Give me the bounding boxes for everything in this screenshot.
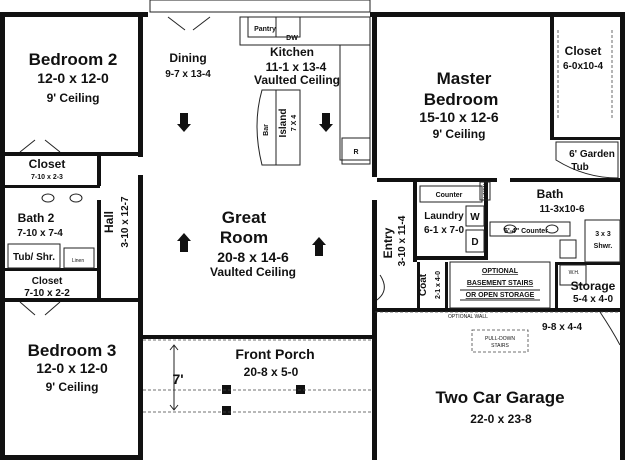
arrow-icon [319,113,333,132]
arrow-icon [312,237,326,256]
kitchen-name: Kitchen [270,45,314,59]
laundry-name: Laundry [424,211,464,222]
kitchen-ceiling: Vaulted Ceiling [254,73,340,87]
laundry-size: 6-1 x 7-0 [424,225,464,236]
great-room-size: 20-8 x 14-6 [217,249,289,265]
bath2-linen: Linen [72,258,84,264]
side-porch-size: 9-8 x 4-4 [542,322,582,333]
entry-name: Entry [381,227,395,258]
front-porch-name: Front Porch [235,346,314,362]
garage-name: Two Car Garage [435,388,564,407]
master-closet-size: 6-0x10-4 [563,61,603,72]
basement-note-3: OR OPEN STORAGE [466,292,535,299]
hall-size: 3-10 x 12-7 [120,196,131,248]
hall-name: Hall [102,211,116,233]
island-name: Island [278,109,289,138]
garden-tub-line2: Tub [571,162,589,173]
coat-name: Coat [418,273,429,296]
kitchen-size: 11-1 x 13-4 [266,60,327,74]
bed3-closet-name: Closet [32,276,63,287]
great-room-ceiling: Vaulted Ceiling [210,265,296,279]
bar-label: Bar [263,124,270,136]
dryer-label: D [471,237,478,248]
ceiling-arrows [177,113,333,256]
washer-label: W [470,212,480,223]
front-porch-depth: 7' [172,371,183,387]
arrow-icon [177,113,191,132]
pantry-label: Pantry [254,26,276,33]
master-size: 15-10 x 12-6 [419,109,499,125]
bedroom3-name: Bedroom 3 [28,341,117,360]
master-closet-name: Closet [565,44,602,58]
basement-note-1: OPTIONAL [482,268,519,275]
master-ceiling: 9' Ceiling [433,127,486,141]
pulldown-line2: STAIRS [491,343,509,349]
wh-label: W.H. [569,270,580,276]
great-room-name-2: Room [220,228,268,247]
bath2-name: Bath 2 [18,211,55,225]
laundry-counter: Counter [436,192,463,199]
bath2-size: 7-10 x 7-4 [17,228,63,239]
fixtures [7,0,621,415]
storage-name: Storage [571,279,616,293]
storage-size: 5-4 x 4-0 [573,294,613,305]
bedroom2-ceiling: 9' Ceiling [47,91,100,105]
walls [0,12,625,460]
master-bath-size: 11-3x10-6 [539,204,584,215]
basement-note-2: BASEMENT STAIRS [467,280,534,287]
entry-size: 3-10 x 11-4 [397,215,408,266]
bath2-fixture: Tub/ Shr. [13,252,55,263]
dining-name: Dining [169,51,206,65]
range-label: R [353,149,358,156]
bedroom2-name: Bedroom 2 [29,50,118,69]
garden-tub-line1: 6' Garden [569,149,615,160]
optional-wall-label: OPTIONAL WALL [448,314,488,320]
pulldown-line1: PULL-DOWN [485,336,515,342]
bed2-closet-size: 7-10 x 2-3 [31,174,63,181]
master-name-1: Master [437,69,492,88]
master-bath-counter: 5'-4" Counter [504,228,548,235]
room-labels: Bedroom 2 12-0 x 12-0 9' Ceiling Dining … [13,26,616,426]
master-linen-label: LINEN [483,183,489,198]
master-bath-name: Bath [537,187,564,201]
arrow-icon [177,233,191,252]
dw-label: DW [286,35,298,42]
bedroom2-size: 12-0 x 12-0 [37,70,109,86]
bedroom3-ceiling: 9' Ceiling [46,380,99,394]
dining-size: 9-7 x 13-4 [165,69,211,80]
bed3-closet-size: 7-10 x 2-2 [24,288,70,299]
island-size: 7 X 4 [291,115,298,131]
garage-size: 22-0 x 23-8 [470,412,532,426]
bed2-closet-name: Closet [29,157,66,171]
shower-size: 3 x 3 [595,231,611,238]
shower-label: Shwr. [594,243,613,250]
great-room-name-1: Great [222,208,267,227]
front-porch-size: 20-8 x 5-0 [244,365,299,379]
master-name-2: Bedroom [424,90,499,109]
bedroom3-size: 12-0 x 12-0 [36,360,108,376]
coat-size: 2-1 x 4-0 [435,271,442,299]
